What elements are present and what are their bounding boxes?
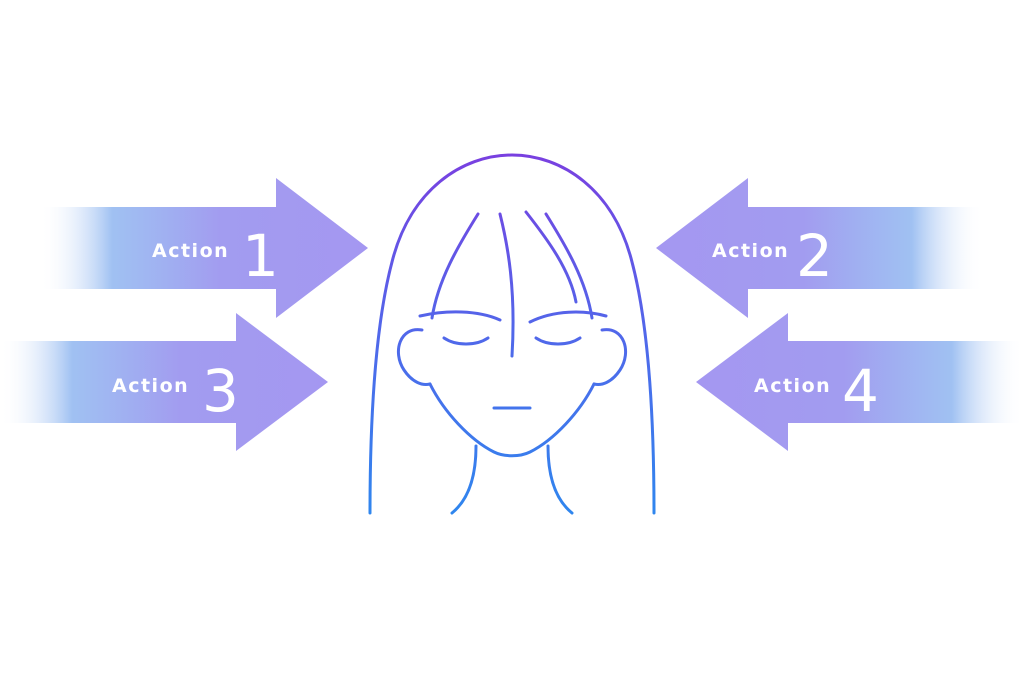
face-contour-right: [544, 212, 594, 320]
bangs-left: [498, 212, 515, 358]
arrow-action-3: Action 3: [0, 313, 328, 451]
arrow-action-2: Action 2: [656, 178, 984, 318]
arrow-label-number: 4: [842, 357, 879, 425]
arrow-shape: [40, 178, 368, 318]
arrow-action-4: Action 4: [696, 313, 1024, 451]
left-eye-closed: [442, 336, 490, 346]
jaw: [428, 382, 596, 458]
bangs-right: [524, 210, 578, 304]
person-face-illustration: [368, 153, 656, 515]
neck-left: [450, 444, 478, 515]
hair-outline: [368, 153, 656, 515]
arrow-label-number: 2: [796, 222, 833, 290]
right-eye-closed: [534, 336, 582, 346]
arrow-shape: [0, 313, 328, 451]
left-ear: [396, 328, 432, 386]
arrow-label-word: Action: [152, 240, 229, 262]
arrow-label-number: 3: [202, 357, 239, 425]
arrow-label-word: Action: [112, 375, 189, 397]
arrow-shape: [656, 178, 984, 318]
left-brow: [418, 310, 502, 322]
neck-right: [546, 444, 574, 515]
right-brow: [528, 310, 608, 324]
arrow-shape: [696, 313, 1024, 451]
right-ear: [592, 328, 628, 386]
face-contour-left: [430, 212, 480, 320]
arrow-label-word: Action: [754, 375, 831, 397]
arrow-label-word: Action: [712, 240, 789, 262]
arrow-action-1: Action 1: [40, 178, 368, 318]
arrow-label-number: 1: [242, 222, 279, 290]
